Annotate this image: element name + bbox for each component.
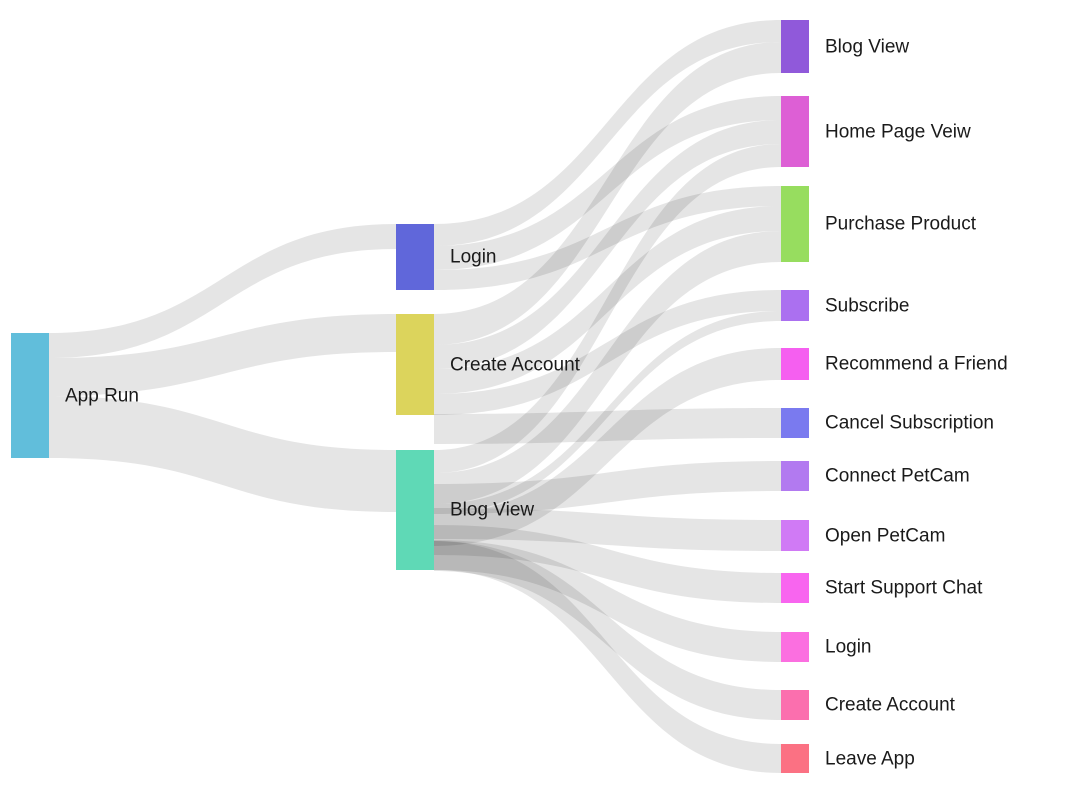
sankey-node-cancel-subscription[interactable] <box>781 408 809 438</box>
sankey-links <box>49 20 781 773</box>
sankey-link[interactable] <box>434 186 781 290</box>
sankey-node-start-support-chat[interactable] <box>781 573 809 603</box>
sankey-link[interactable] <box>434 120 781 369</box>
sankey-node-recommend-a-friend[interactable] <box>781 348 809 380</box>
sankey-node-create-account[interactable] <box>781 690 809 720</box>
sankey-node-login[interactable] <box>781 632 809 662</box>
sankey-node-blog-view[interactable] <box>781 20 809 73</box>
sankey-link[interactable] <box>49 224 396 358</box>
sankey-nodes <box>11 20 809 773</box>
sankey-link[interactable] <box>49 396 396 512</box>
sankey-link[interactable] <box>434 525 781 603</box>
sankey-link[interactable] <box>434 20 781 246</box>
sankey-node-blog-view[interactable] <box>396 450 434 570</box>
sankey-link[interactable] <box>434 541 781 773</box>
sankey-link[interactable] <box>434 144 781 473</box>
sankey-node-login[interactable] <box>396 224 434 290</box>
sankey-link[interactable] <box>434 540 781 662</box>
sankey-node-open-petcam[interactable] <box>781 520 809 551</box>
sankey-link[interactable] <box>434 311 781 514</box>
sankey-link[interactable] <box>434 290 781 415</box>
sankey-link[interactable] <box>434 541 781 720</box>
sankey-node-leave-app[interactable] <box>781 744 809 773</box>
sankey-node-purchase-product[interactable] <box>781 186 809 262</box>
sankey-node-subscribe[interactable] <box>781 290 809 321</box>
sankey-node-app-run[interactable] <box>11 333 49 458</box>
sankey-link[interactable] <box>49 314 396 396</box>
sankey-link[interactable] <box>434 408 781 444</box>
sankey-link[interactable] <box>434 231 781 504</box>
sankey-link[interactable] <box>434 348 781 546</box>
sankey-node-connect-petcam[interactable] <box>781 461 809 491</box>
sankey-link[interactable] <box>434 42 781 345</box>
sankey-link[interactable] <box>434 96 781 270</box>
sankey-link[interactable] <box>434 461 781 514</box>
sankey-node-create-account[interactable] <box>396 314 434 415</box>
sankey-link[interactable] <box>434 508 781 551</box>
sankey-node-home-page-veiw[interactable] <box>781 96 809 167</box>
sankey-link[interactable] <box>434 206 781 394</box>
